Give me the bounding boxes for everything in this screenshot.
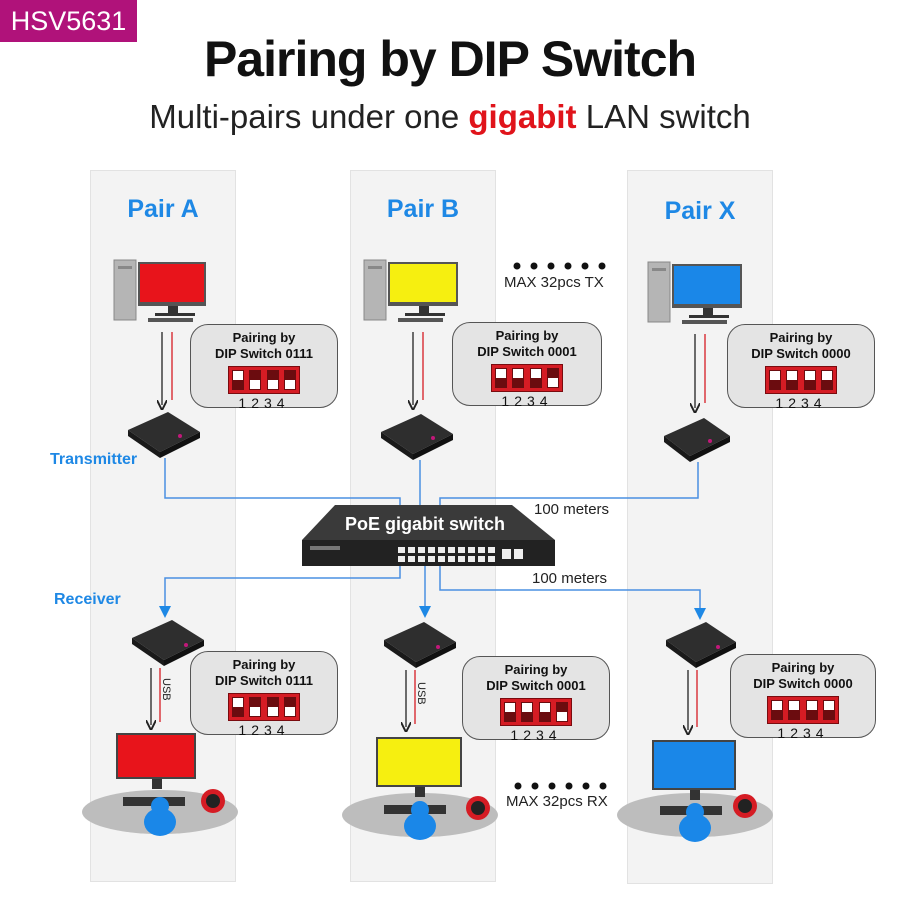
pair-b-source-screen [390,264,456,302]
pair-a-display-screen [118,735,194,777]
pair-x-tx-dip-bubble: Pairing by DIP Switch 0000 1234 [727,324,875,411]
dip-numbers: 1234 [510,727,562,743]
dip-lever-3 [529,368,542,388]
bubble-code: DIP Switch 0111 [214,346,314,361]
dip-lever-4 [823,700,836,720]
dip-lever-2 [786,370,799,390]
dip-numbers: 1234 [777,725,829,741]
max-tx-label: MAX 32pcs TX [504,274,604,291]
pair-x-rx-dip-bubble: Pairing by DIP Switch 0000 1234 [730,654,876,741]
dip-lever-2 [512,368,525,388]
page-subtitle: Multi-pairs under one gigabit LAN switch [0,98,900,136]
dip-numbers: 1234 [775,395,827,411]
pair-x-display-station [617,740,773,842]
dip-numbers: 1234 [238,395,290,411]
pair-a-title: Pair A [127,195,199,223]
dip-switch [228,366,300,394]
dip-lever-2 [249,370,262,390]
pair-b-usb-label: USB [415,682,427,705]
pair-a-source-pc [113,259,206,322]
dip-lever-2 [788,700,801,720]
dip-switch [491,364,563,392]
pair-b-transmitter [381,414,453,460]
dip-lever-4 [547,368,560,388]
rx-signal-arrows [151,668,698,730]
tx-signal-arrows [162,332,706,408]
pair-a-receiver [132,620,204,666]
subtitle-highlight: gigabit [468,98,577,135]
subtitle-text: Multi-pairs under one [149,98,469,135]
bubble-title: Pairing by [232,657,296,672]
dip-lever-3 [538,702,551,722]
pair-x-display-screen [654,742,734,788]
pair-b-tx-dip-bubble: Pairing by DIP Switch 0001 1234 [452,322,602,409]
dip-lever-3 [266,697,279,717]
dip-lever-3 [266,370,279,390]
dip-lever-4 [284,697,297,717]
pair-b-receiver [384,622,456,668]
bubble-code: DIP Switch 0000 [753,676,853,691]
pair-b-source-pc [363,259,458,322]
transmitter-label: Transmitter [50,451,138,468]
bubble-code: DIP Switch 0000 [751,346,851,361]
more-rx-dots [514,782,607,790]
subtitle-text-end: LAN switch [576,98,751,135]
bubble-title: Pairing by [769,330,833,345]
dip-numbers: 1234 [501,393,553,409]
pair-a-source-screen [140,264,204,302]
network-cables [159,458,706,620]
dip-lever-4 [284,370,297,390]
pair-b-display-screen [378,739,460,785]
dip-switch [500,698,572,726]
bubble-title: Pairing by [771,660,835,675]
dip-switch [228,693,300,721]
pair-a-rx-dip-bubble: Pairing by DIP Switch 0111 1234 [190,651,338,738]
pair-x-title: Pair X [664,197,736,225]
dip-lever-1 [770,700,783,720]
tx-distance-label: 100 meters [534,501,610,518]
dip-lever-4 [821,370,834,390]
pair-b-rx-dip-bubble: Pairing by DIP Switch 0001 1234 [462,656,610,743]
dip-lever-3 [805,700,818,720]
dip-lever-2 [249,697,262,717]
pair-b-title: Pair B [386,195,460,223]
max-rx-label: MAX 32pcs RX [506,793,608,810]
dip-lever-1 [231,697,244,717]
pair-b-display-station [342,737,498,840]
switch-label: PoE gigabit switch [344,514,505,534]
bubble-code: DIP Switch 0111 [214,673,314,688]
dip-lever-1 [768,370,781,390]
bubble-title: Pairing by [495,328,559,343]
dip-lever-1 [494,368,507,388]
receiver-label: Receiver [54,591,121,608]
pair-x-receiver [666,622,736,668]
pair-a-transmitter [128,412,200,458]
bubble-title: Pairing by [232,330,296,345]
pair-a-tx-dip-bubble: Pairing by DIP Switch 0111 1234 [190,324,338,411]
pair-x-source-pc [647,261,742,324]
dip-lever-4 [556,702,569,722]
bubble-title: Pairing by [504,662,568,677]
pair-x-source-screen [674,266,740,304]
dip-switch [767,696,839,724]
pair-x-transmitter [664,418,730,462]
page-title: Pairing by DIP Switch [203,31,697,87]
dip-lever-1 [231,370,244,390]
bubble-code: DIP Switch 0001 [477,344,577,359]
pair-a-usb-label: USB [160,678,172,701]
model-badge: HSV5631 [0,0,137,42]
bubble-code: DIP Switch 0001 [486,678,586,693]
pair-a-display-station [82,733,238,836]
dip-lever-3 [803,370,816,390]
dip-numbers: 1234 [238,722,290,738]
more-tx-dots [513,262,606,270]
poe-switch [302,505,555,566]
rx-distance-label: 100 meters [532,570,608,587]
dip-lever-1 [503,702,516,722]
dip-switch [765,366,837,394]
dip-lever-2 [521,702,534,722]
